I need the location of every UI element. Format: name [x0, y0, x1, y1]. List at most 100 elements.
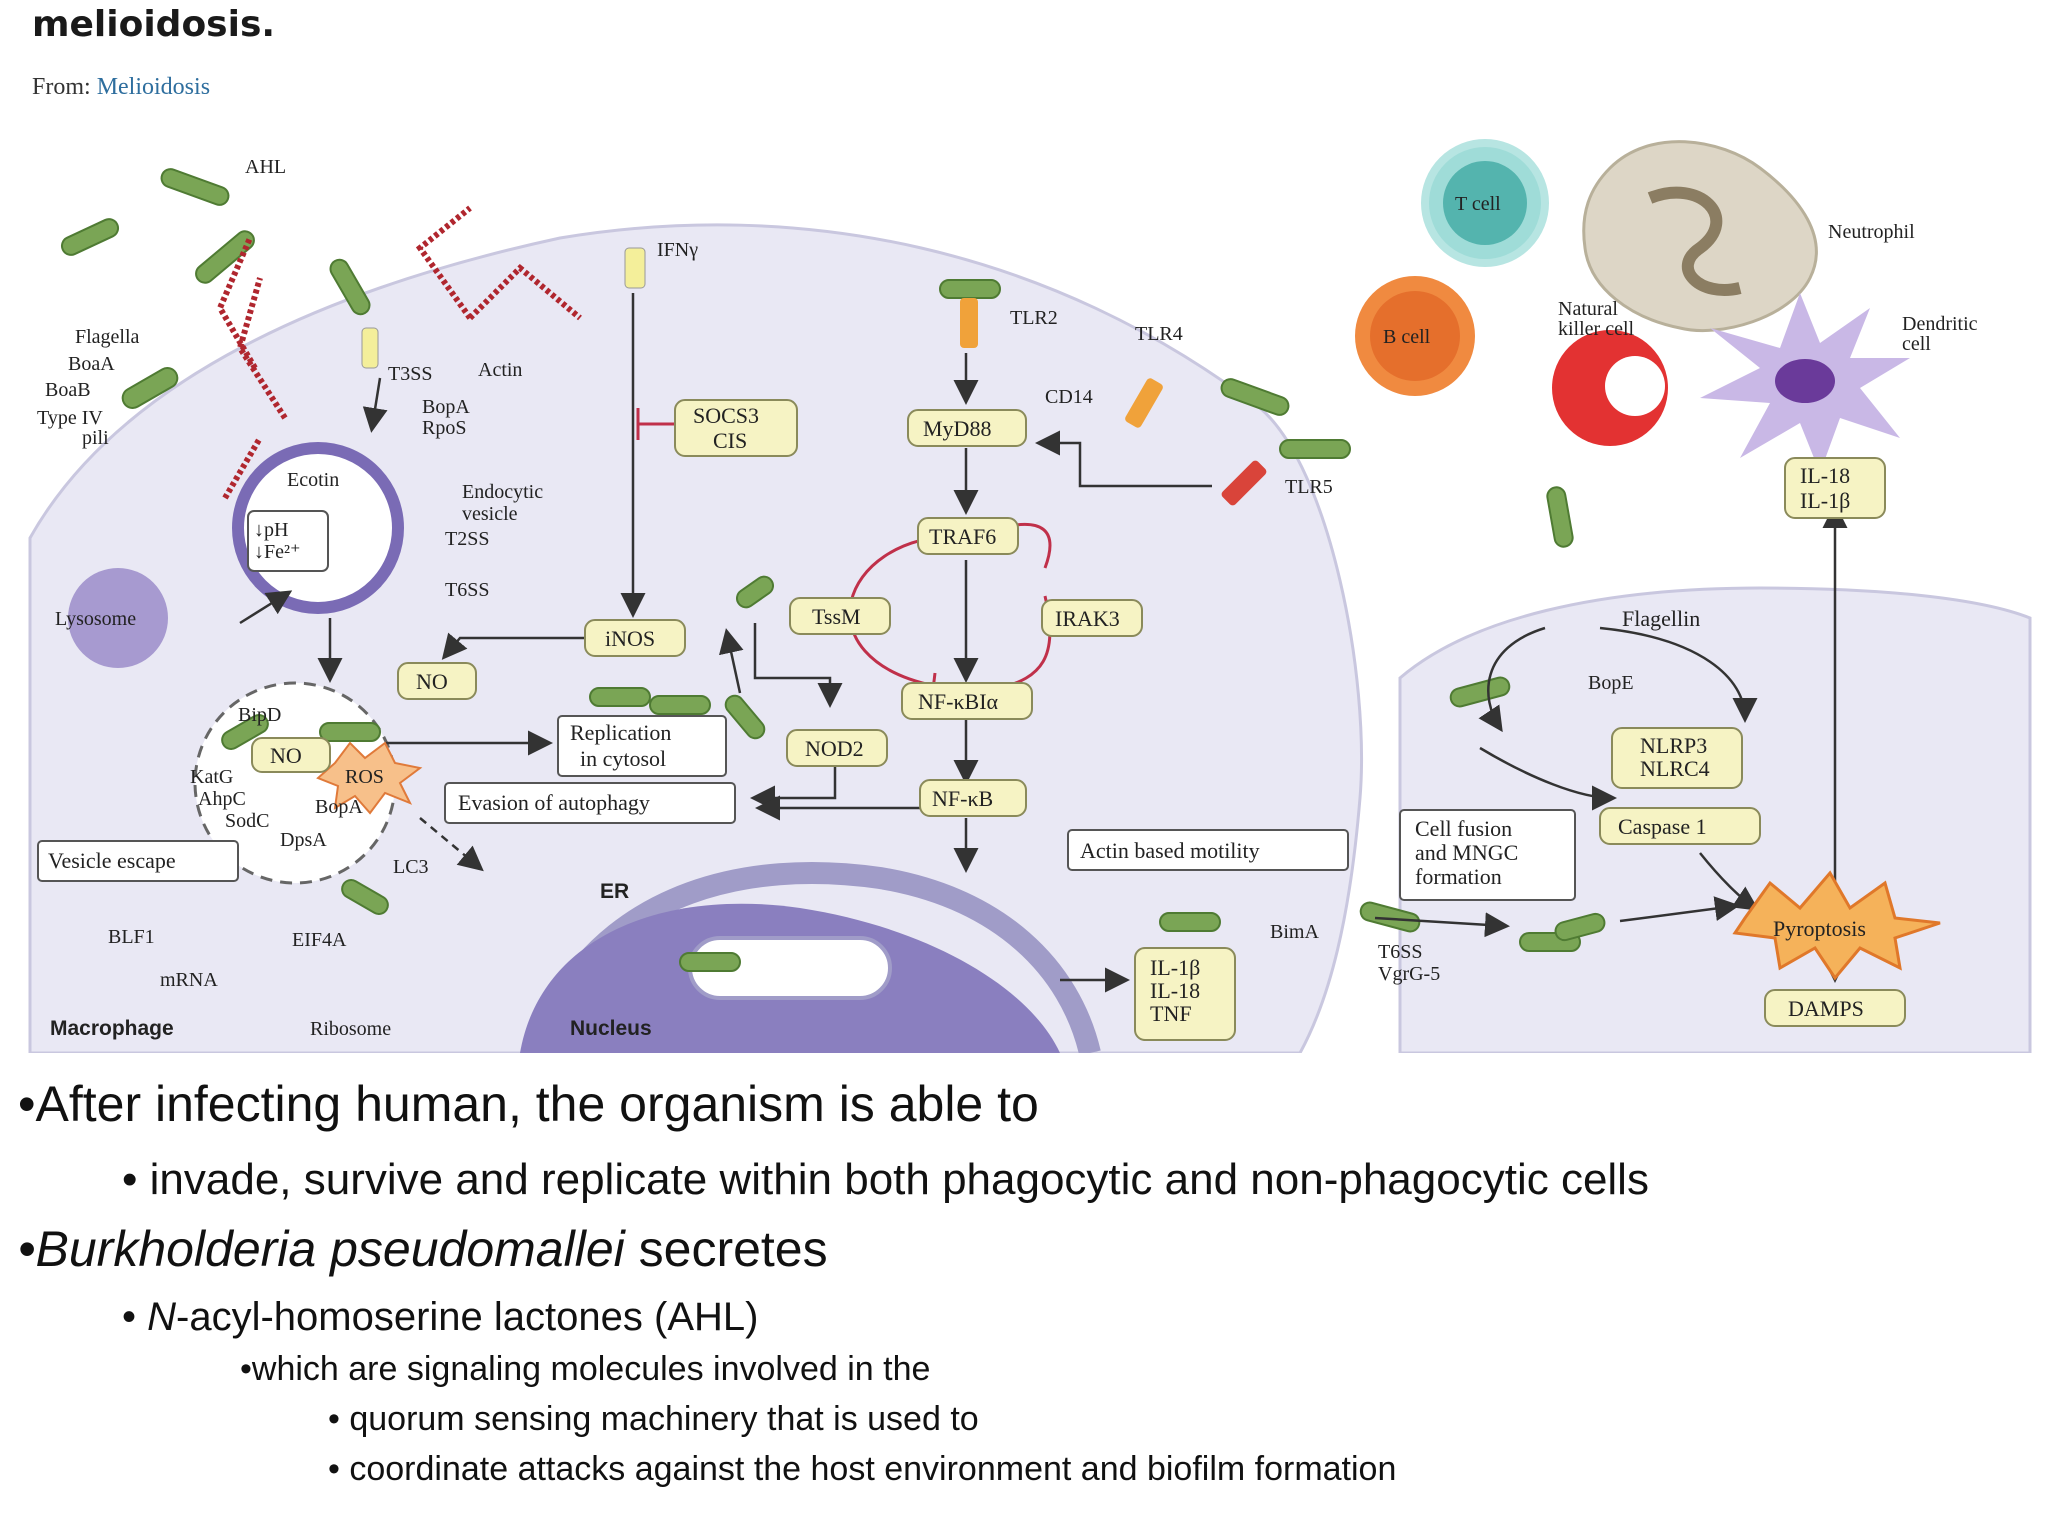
- label-no-top: NO: [416, 669, 448, 694]
- label-cis: CIS: [713, 428, 747, 453]
- label-actin-motility: Actin based motility: [1080, 838, 1260, 863]
- il-top-box: [1784, 457, 1886, 519]
- myd88-box: [907, 409, 1027, 447]
- label-il1b-top: IL-1β: [1800, 488, 1850, 513]
- label-myd88: MyD88: [923, 416, 991, 441]
- bullet-5: •which are signaling molecules involved …: [240, 1350, 931, 1388]
- bullet-7: • coordinate attacks against the host en…: [328, 1450, 1397, 1488]
- label-caspase1: Caspase 1: [1618, 814, 1707, 839]
- label-cd14: CD14: [1045, 386, 1093, 408]
- vesicle-escape-box: [37, 840, 239, 882]
- label-ph: ↓pH: [254, 519, 288, 541]
- label-eif4a: EIF4A: [292, 929, 347, 951]
- bullet-3: •Burkholderia pseudomallei secretes: [18, 1220, 828, 1278]
- label-type-iv: Type IV: [37, 407, 103, 429]
- no-top-box: [397, 662, 477, 700]
- label-tlr5: TLR5: [1285, 476, 1333, 498]
- label-tssm: TssM: [812, 604, 861, 629]
- label-t2ss: T2SS: [445, 528, 489, 550]
- label-lysosome: Lysosome: [55, 608, 136, 630]
- label-blf1: BLF1: [108, 926, 155, 948]
- tlr4-receptor: [1125, 378, 1163, 428]
- label-mrna: mRNA: [160, 969, 218, 991]
- bullet-1: •After infecting human, the organism is …: [18, 1076, 1039, 1132]
- label-no-vesicle: NO: [270, 743, 302, 768]
- label-nfkbia: NF-κBIα: [918, 689, 999, 714]
- source-link[interactable]: Melioidosis: [96, 74, 211, 100]
- label-ribosome: Ribosome: [310, 1018, 391, 1040]
- ph-box: [247, 510, 329, 572]
- melioidosis-pathogenesis-diagram: AHL IFNγ Flagella BoaA BoaB Type IV pili…: [0, 118, 2048, 1053]
- label-endocytic: Endocytic: [462, 481, 543, 503]
- pyroptosis-burst: [1732, 870, 1941, 981]
- label-nucleus: Nucleus: [570, 1017, 652, 1040]
- label-pili: pili: [82, 427, 109, 449]
- label-actin: Actin: [478, 359, 522, 381]
- label-cell-fusion: Cell fusion: [1415, 816, 1512, 841]
- nfkb-box: [919, 779, 1027, 817]
- label-bopa-top: BopA: [422, 396, 470, 418]
- bullet-3-rest: secretes: [624, 1221, 828, 1277]
- label-t3ss: T3SS: [388, 363, 432, 385]
- bullet-4: • N-acyl-homoserine lactones (AHL): [122, 1295, 759, 1339]
- il-out-box: [1134, 947, 1236, 1041]
- label-macrophage: Macrophage: [50, 1017, 174, 1040]
- label-socs3: SOCS3: [693, 403, 759, 428]
- bullet-2: • invade, survive and replicate within b…: [122, 1155, 1649, 1204]
- bullet-4-rest: -acyl-homoserine lactones (AHL): [176, 1295, 759, 1339]
- label-replication: Replication: [570, 720, 671, 745]
- label-ifng: IFNγ: [657, 239, 698, 261]
- actin-filaments: [216, 205, 582, 500]
- label-vgrg5: VgrG-5: [1378, 963, 1440, 985]
- damps-box: [1764, 989, 1906, 1027]
- nfkbia-box: [901, 682, 1033, 720]
- label-il18-top: IL-18: [1800, 463, 1850, 488]
- label-ahpc: AhpC: [198, 788, 246, 810]
- label-katg: KatG: [190, 766, 233, 788]
- tlr5-receptor: [1221, 460, 1267, 506]
- label-t-cell: T cell: [1455, 193, 1501, 215]
- inos-box: [584, 619, 686, 657]
- label-inos: iNOS: [605, 626, 655, 651]
- lysosome: [68, 568, 168, 668]
- label-neutrophil: Neutrophil: [1828, 221, 1915, 243]
- label-boaa: BoaA: [68, 353, 115, 375]
- label-damps: DAMPS: [1788, 996, 1864, 1021]
- label-bope: BopE: [1588, 672, 1634, 694]
- socs3-box: [674, 399, 798, 457]
- bullet-4-n: N: [147, 1295, 177, 1339]
- bacteria-group: [60, 168, 1606, 972]
- label-t6ss: T6SS: [445, 579, 489, 601]
- label-fe: ↓Fe²⁺: [254, 541, 301, 563]
- bullet-6: • quorum sensing machinery that is used …: [328, 1400, 979, 1438]
- label-er: ER: [600, 880, 629, 903]
- ifng-receptor: [624, 247, 646, 289]
- tssm-box: [789, 597, 891, 635]
- label-in-cytosol: in cytosol: [580, 746, 666, 771]
- label-nfkb: NF-κB: [932, 786, 993, 811]
- label-b-cell: B cell: [1383, 326, 1431, 348]
- label-flagellin: Flagellin: [1622, 606, 1700, 631]
- label-rpos: RpoS: [422, 417, 466, 439]
- label-ros: ROS: [345, 766, 384, 788]
- label-killer-cell: killer cell: [1558, 318, 1635, 340]
- actin-motility-box: [1067, 829, 1349, 871]
- irak3-box: [1041, 599, 1143, 637]
- nod2-box: [786, 729, 888, 767]
- label-traf6: TRAF6: [929, 524, 996, 549]
- label-il18-out: IL-18: [1150, 978, 1200, 1003]
- label-bima: BimA: [1270, 921, 1319, 943]
- label-il1b-out: IL-1β: [1150, 955, 1200, 980]
- label-vesicle: vesicle: [462, 503, 518, 525]
- label-and-mngc: and MNGC: [1415, 840, 1518, 865]
- label-tlr2: TLR2: [1010, 307, 1058, 329]
- label-tlr4: TLR4: [1135, 323, 1183, 345]
- source-prefix: From:: [32, 74, 97, 100]
- label-ahl: AHL: [245, 156, 286, 178]
- label-nlrc4: NLRC4: [1640, 756, 1710, 781]
- label-dendritic-cell: cell: [1902, 333, 1931, 355]
- label-formation: formation: [1415, 864, 1502, 889]
- replication-box: [557, 715, 727, 777]
- label-evasion: Evasion of autophagy: [458, 790, 650, 815]
- label-sodc: SodC: [225, 810, 269, 832]
